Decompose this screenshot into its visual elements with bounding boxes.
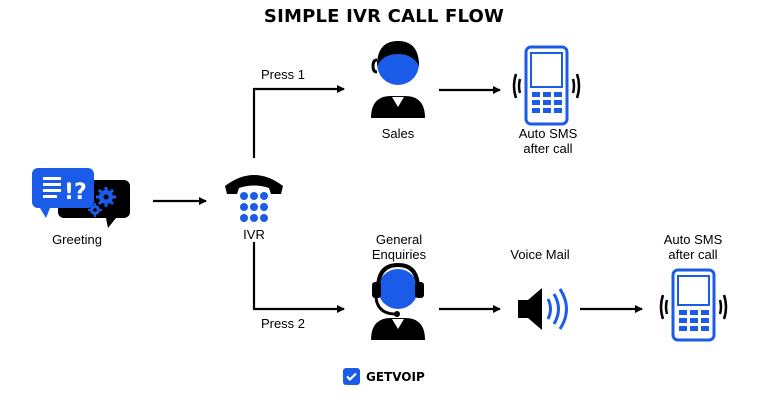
arrow-ivr-to-general — [252, 242, 345, 313]
auto-sms-top-line-2: after call — [523, 141, 573, 156]
edge-label-press-2: Press 2 — [260, 316, 306, 331]
node-label-greeting: Greeting — [52, 232, 102, 247]
svg-text:!?: !? — [64, 180, 87, 205]
speaker-icon — [518, 288, 568, 330]
auto-sms-top-line-1: Auto SMS — [518, 126, 578, 141]
diagram-title: SIMPLE IVR CALL FLOW — [263, 6, 505, 27]
auto-sms-bottom-line-2: after call — [668, 247, 718, 262]
general-enquiries-line-1: General — [375, 232, 423, 247]
brand-logo: GETVOIP — [343, 368, 425, 385]
node-label-auto-sms-top: Auto SMS after call — [508, 126, 588, 156]
telephone-keypad-icon — [225, 175, 283, 222]
headset-agent-icon — [371, 262, 425, 340]
gears-icon — [88, 187, 116, 217]
general-enquiries-line-2: Enquiries — [371, 247, 427, 262]
mobile-phone-icon — [659, 268, 728, 342]
auto-sms-bottom-line-1: Auto SMS — [663, 232, 723, 247]
arrow-ivr-to-sales — [252, 85, 345, 158]
checkmark-icon — [343, 368, 360, 385]
edge-label-press-1: Press 1 — [260, 67, 306, 82]
node-label-voice-mail: Voice Mail — [510, 247, 570, 262]
node-label-sales: Sales — [381, 126, 415, 141]
headset-agent-icon — [371, 41, 425, 118]
node-label-auto-sms-bottom: Auto SMS after call — [653, 232, 733, 262]
connectors — [153, 85, 643, 313]
node-label-ivr: IVR — [243, 227, 265, 242]
mobile-phone-icon — [512, 45, 581, 126]
node-label-general-enquiries: General Enquiries — [360, 232, 438, 262]
brand-name: GETVOIP — [366, 369, 425, 384]
